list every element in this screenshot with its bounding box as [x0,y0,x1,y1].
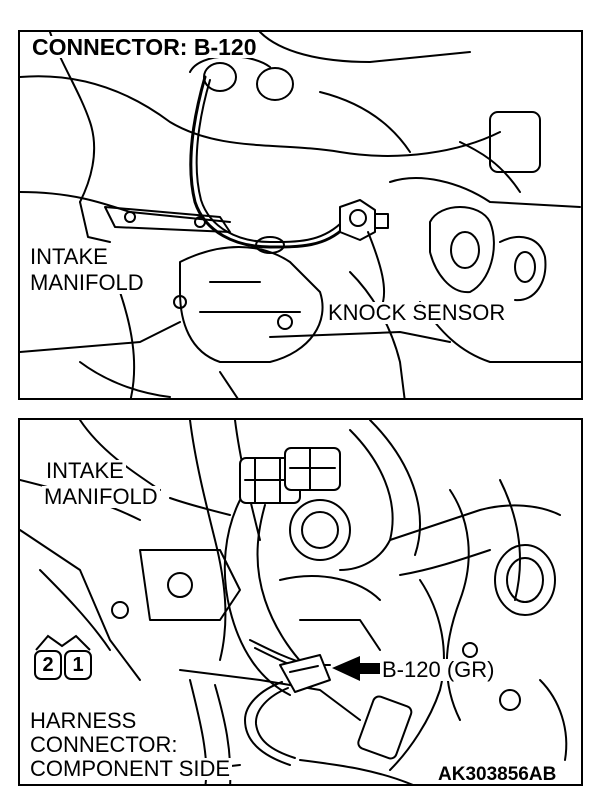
intake-manifold-label-bottom-line2: MANIFOLD [42,484,160,509]
pin-2: 2 [34,650,62,680]
figure-code: AK303856AB [436,764,559,785]
engine-bottom-illustration [20,420,568,784]
harness-label-line1: HARNESS [28,708,139,733]
intake-manifold-label-bottom-line1: INTAKE [44,458,126,483]
intake-manifold-label-top-line1: INTAKE [28,244,110,269]
connector-b120-label: B-120 (GR) [380,657,497,682]
knock-sensor-label: KNOCK SENSOR [326,300,508,325]
connector-title: CONNECTOR: B-120 [30,34,259,60]
harness-label-line2: CONNECTOR: [28,732,180,757]
harness-label-line3: COMPONENT SIDE [28,756,233,781]
engine-top-illustration [20,32,581,398]
connector-location-panel: INTAKE MANIFOLD B-120 (GR) 2 1 HARNESS C… [18,418,583,786]
knock-sensor-location-panel: CONNECTOR: B-120 INTAKE MANIFOLD KNOCK S… [18,30,583,400]
intake-manifold-label-top-line2: MANIFOLD [28,270,146,295]
connector-key-icon [35,634,91,651]
harness-connector-face: 2 1 [34,650,92,680]
pin-1: 1 [64,650,92,680]
